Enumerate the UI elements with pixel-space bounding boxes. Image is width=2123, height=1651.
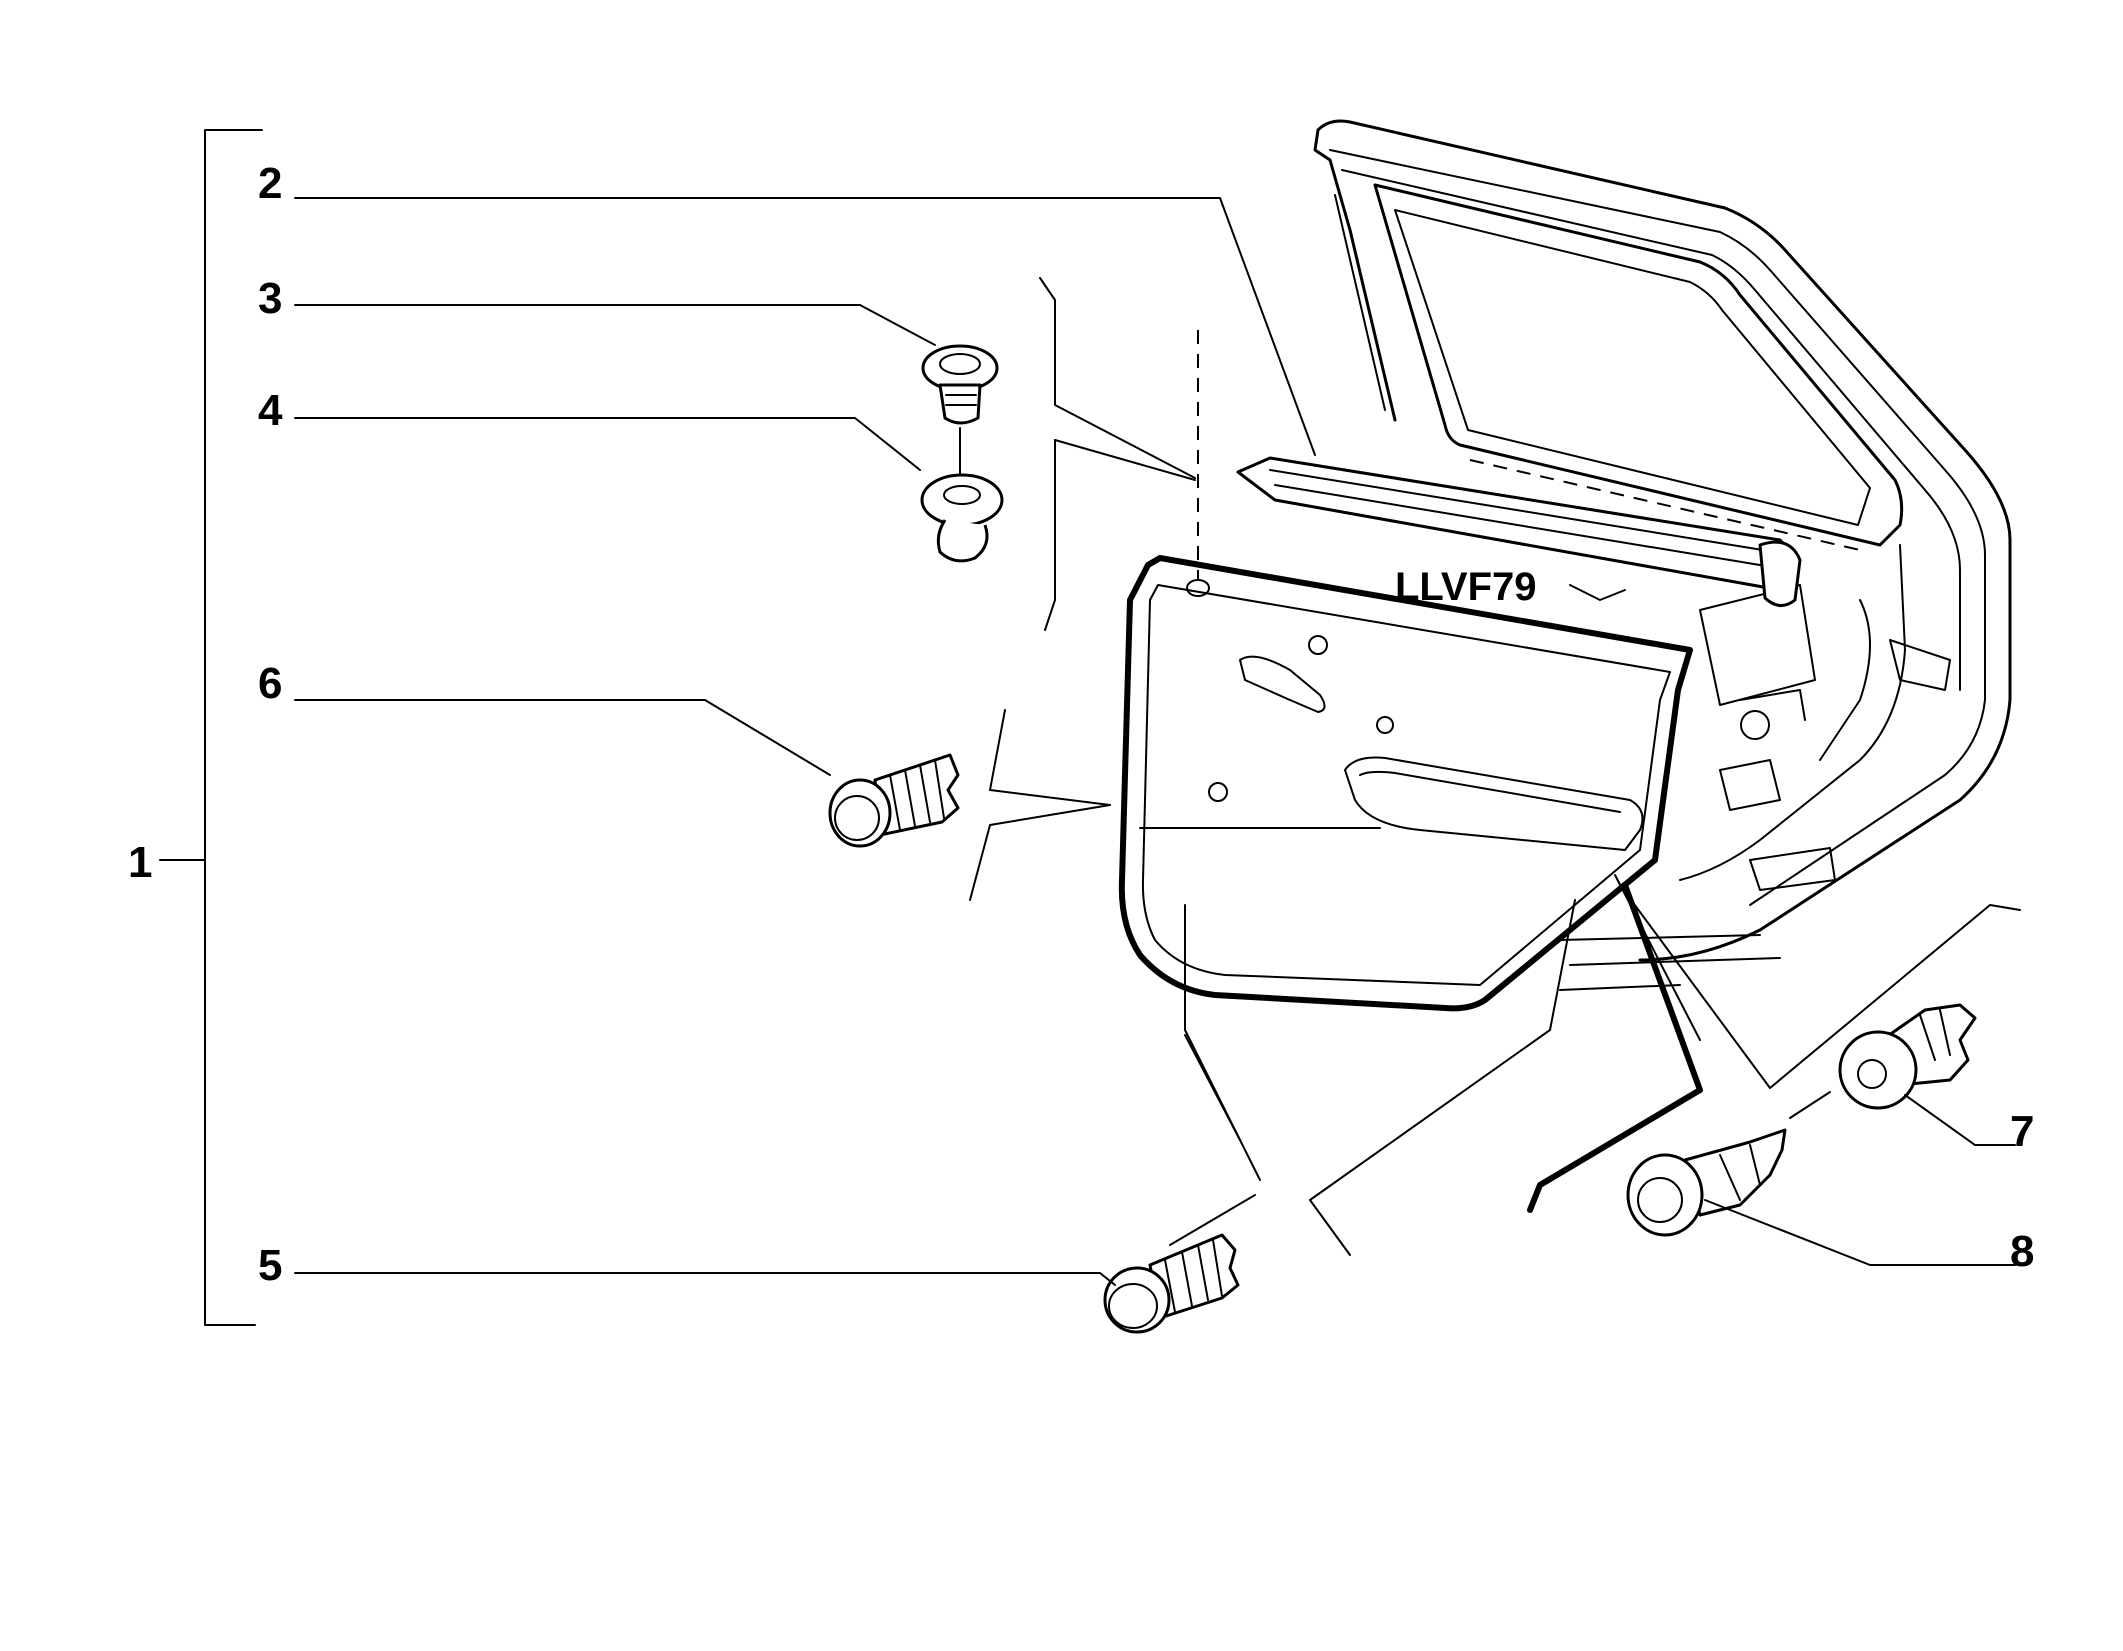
callout-6: 6 <box>258 659 282 708</box>
callout-3: 3 <box>258 274 282 323</box>
callout-labels: 1 2 3 4 5 6 7 8 <box>128 159 2034 1290</box>
callout-2: 2 <box>258 159 282 208</box>
grommet-4 <box>920 473 1004 563</box>
callout-4: 4 <box>258 386 283 435</box>
push-pin-5 <box>1103 1233 1240 1334</box>
group-bracket <box>159 129 263 1326</box>
leader-lines <box>294 197 2016 1286</box>
trim-clip-7 <box>1838 1003 1977 1110</box>
door-trim-panel <box>1118 555 1693 1012</box>
callout-1: 1 <box>128 838 152 887</box>
door-shell: LLVF79 <box>1313 119 2012 991</box>
explosion-lines <box>969 277 2021 1256</box>
plastic-rivet-8 <box>1626 1128 1787 1237</box>
callout-5: 5 <box>258 1241 282 1290</box>
callout-8: 8 <box>2010 1227 2034 1276</box>
callout-7: 7 <box>2010 1107 2034 1156</box>
fastener-clip-3 <box>921 344 999 425</box>
push-pin-6 <box>828 753 960 848</box>
window-seal-strip <box>1236 456 1802 607</box>
